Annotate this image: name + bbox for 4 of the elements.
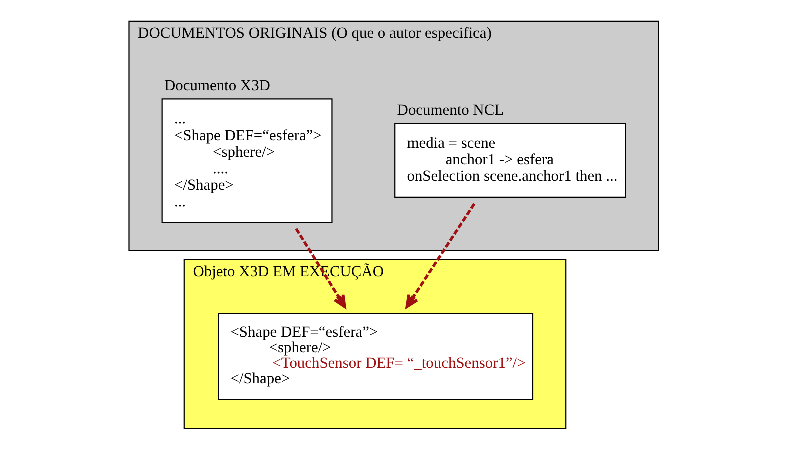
arrow: [295, 228, 346, 308]
node-label: Documento X3D: [164, 78, 270, 95]
node-label: Documento NCL: [397, 102, 504, 119]
arrow: [406, 203, 476, 308]
